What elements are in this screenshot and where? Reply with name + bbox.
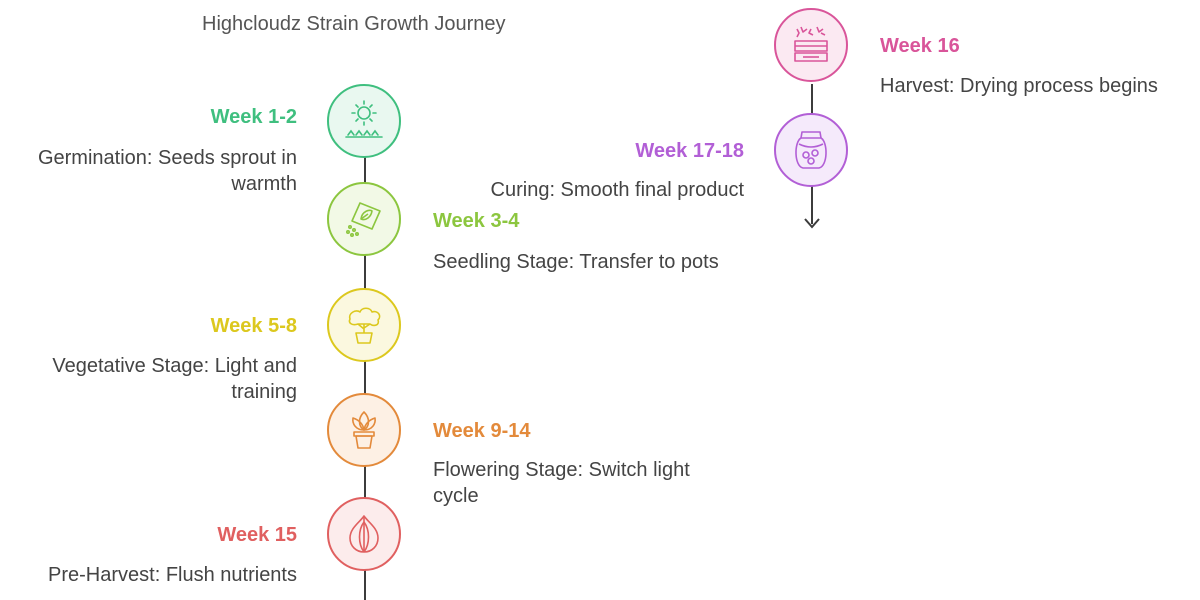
stage-description: Flowering Stage: Switch light cycle — [433, 459, 690, 507]
stage-week-label: Week 9-14 — [433, 420, 531, 442]
sun-sprouts-icon — [345, 100, 383, 138]
stage-node-curing — [774, 113, 848, 187]
stage-node-harvest — [774, 8, 848, 82]
stage-week-label: Week 17-18 — [635, 140, 744, 162]
stage-node-vegetative — [327, 288, 401, 362]
timeline-connector-left — [364, 156, 366, 600]
stage-description: Harvest: Drying process begins — [880, 75, 1158, 97]
stage-node-flowering — [327, 393, 401, 467]
stage-description: Vegetative Stage: Light and training — [52, 355, 297, 403]
stage-description: Pre-Harvest: Flush nutrients — [48, 564, 297, 586]
stage-week-label: Week 5-8 — [210, 315, 297, 337]
stage-week-label: Week 1-2 — [210, 106, 297, 128]
bonsai-tree-icon — [348, 307, 381, 344]
potted-flower-icon — [352, 411, 376, 449]
drying-rack-icon — [794, 26, 828, 62]
stage-node-pre-harvest — [327, 497, 401, 571]
bulb-icon — [349, 515, 379, 553]
stage-week-label: Week 15 — [217, 524, 297, 546]
stage-node-germination — [327, 84, 401, 158]
diagram-title: Highcloudz Strain Growth Journey — [202, 13, 506, 35]
stage-node-seedling — [327, 182, 401, 256]
seed-packet-icon — [346, 202, 381, 237]
timeline-end-arrow-icon — [804, 218, 820, 229]
stage-description: Seedling Stage: Transfer to pots — [433, 251, 719, 273]
stage-description: Germination: Seeds sprout in warmth — [37, 147, 297, 195]
stage-description: Curing: Smooth final product — [490, 179, 744, 201]
curing-jar-icon — [795, 131, 827, 169]
stage-week-label: Week 16 — [880, 35, 960, 57]
stage-week-label: Week 3-4 — [433, 210, 520, 232]
